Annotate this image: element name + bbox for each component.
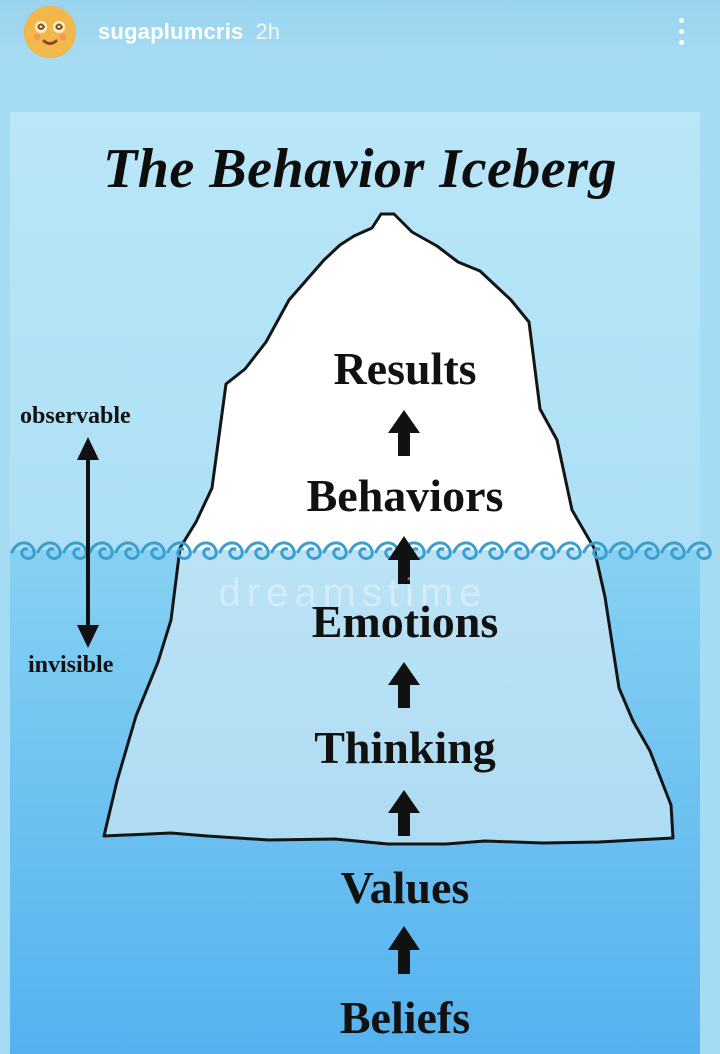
wave-curl-0	[10, 541, 36, 560]
wave-curl-2	[62, 541, 88, 560]
wave-curl-17	[452, 541, 478, 560]
wave-curl-22	[582, 541, 608, 560]
wave-curl-21	[556, 541, 582, 560]
wave-curl-1	[36, 541, 62, 560]
wave-curl-4	[114, 541, 140, 560]
story-header: sugaplumcris 2h	[0, 0, 720, 64]
wave-curl-24	[634, 541, 660, 560]
wave-curl-23	[608, 541, 634, 560]
wave-curl-10	[270, 541, 296, 560]
waterline-waves	[10, 541, 712, 560]
level-beliefs: Beliefs	[339, 992, 471, 1043]
flow-arrow-up-icon-3	[388, 790, 420, 836]
wave-curl-12	[322, 541, 348, 560]
flow-arrow-up-icon-4	[388, 926, 420, 974]
visibility-arrow-up-head	[77, 437, 99, 460]
visibility-arrow	[77, 437, 99, 648]
wave-curl-8	[218, 541, 244, 560]
story-timestamp: 2h	[255, 19, 280, 44]
wave-curl-19	[504, 541, 530, 560]
observable-label: observable	[20, 403, 131, 429]
wave-curl-6	[166, 541, 192, 560]
wave-curl-25	[660, 541, 686, 560]
flow-arrow-up-icon-2	[388, 662, 420, 708]
user-avatar[interactable]	[24, 6, 76, 58]
flow-arrow-up-icon-0	[388, 410, 420, 456]
level-behaviors: Behaviors	[306, 470, 504, 521]
iceberg-below-water	[104, 550, 673, 844]
wave-curl-3	[88, 541, 114, 560]
iceberg-outline	[102, 212, 675, 846]
story-username[interactable]: sugaplumcris	[98, 19, 244, 44]
invisible-label: invisible	[28, 652, 114, 678]
stock-watermark: dreamstime	[218, 571, 488, 615]
wave-curl-26	[686, 541, 712, 560]
wave-curl-9	[244, 541, 270, 560]
wave-curl-11	[296, 541, 322, 560]
wave-curl-18	[478, 541, 504, 560]
diagram-title: The Behavior Iceberg	[103, 138, 617, 200]
level-emotions: Emotions	[311, 596, 499, 647]
iceberg-above-water	[179, 214, 595, 550]
wave-curl-5	[140, 541, 166, 560]
visibility-arrow-down-head	[77, 625, 99, 648]
flow-arrow-up-icon-1	[388, 536, 420, 584]
wave-curl-7	[192, 541, 218, 560]
level-results: Results	[333, 343, 477, 394]
level-values: Values	[340, 862, 470, 913]
wave-curl-13	[348, 541, 374, 560]
dizzy-face-emoji-icon	[24, 6, 76, 58]
wave-curl-16	[426, 541, 452, 560]
wave-curl-20	[530, 541, 556, 560]
more-vertical-icon[interactable]	[672, 18, 690, 46]
level-thinking: Thinking	[314, 722, 496, 773]
flow-arrows	[388, 410, 420, 974]
